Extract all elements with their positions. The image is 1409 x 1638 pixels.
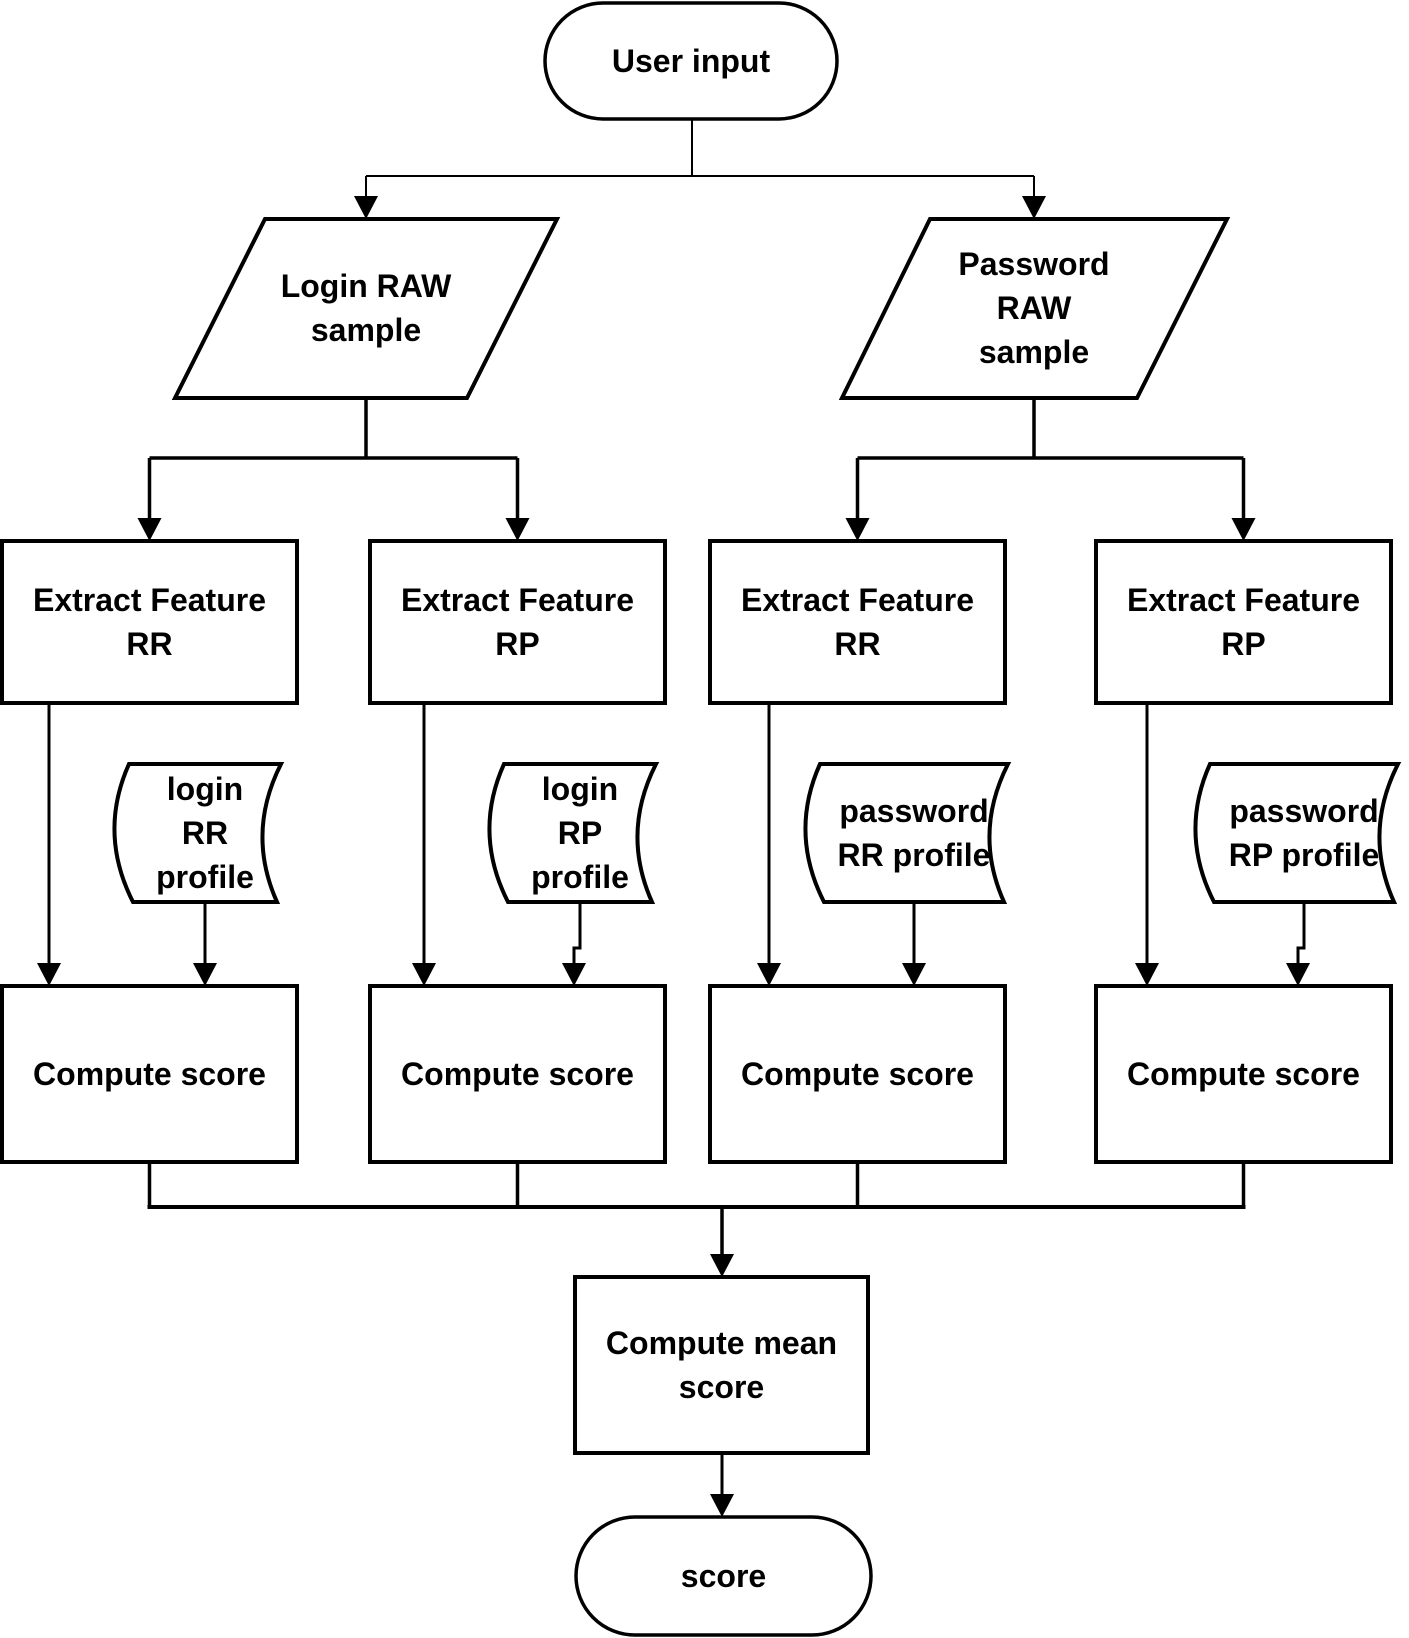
compute-score-2-label: Compute score (401, 1056, 634, 1092)
compute-score-4-shape (1094, 984, 1393, 1164)
edge-compute-scores-merge-stems (147, 1162, 1246, 1207)
edge-user-input-split (365, 119, 1035, 198)
edge-login-sample-split (147, 398, 520, 519)
score-label: score (681, 1558, 766, 1594)
extract-login-rp-shape (368, 539, 667, 705)
login-rp-profile-shape (487, 762, 660, 904)
arrowhead (354, 196, 378, 219)
user-input-shape (543, 1, 839, 121)
arrowhead (710, 1494, 734, 1517)
arrowhead (37, 963, 61, 986)
edge-password-sample-split (855, 398, 1246, 519)
login-raw-sample-shape (171, 217, 561, 400)
compute-score-1-label: Compute score (33, 1056, 266, 1092)
extract-password-rp-shape (1094, 539, 1393, 705)
arrowhead (757, 963, 781, 986)
compute-score-4-label: Compute score (1127, 1056, 1360, 1092)
arrowhead (505, 518, 530, 541)
arrowhead (710, 1254, 734, 1277)
arrowhead (1135, 963, 1159, 986)
node-score: score (574, 1515, 873, 1637)
password-rr-profile-shape (803, 762, 1012, 904)
arrowhead (1231, 518, 1256, 541)
node-compute-score-3: Compute score (708, 984, 1007, 1164)
arrowhead (902, 963, 926, 986)
score-shape (574, 1515, 873, 1637)
compute-score-3-shape (708, 984, 1007, 1164)
arrowhead (412, 963, 436, 986)
user-input-label: User input (612, 43, 771, 79)
node-compute-score-2: Compute score (368, 984, 667, 1164)
edge-login-rp-profile-to-compute (572, 902, 582, 964)
edge-password-rp-profile-to-compute (1296, 902, 1306, 964)
extract-login-rr-shape (0, 539, 299, 705)
arrowhead (845, 518, 870, 541)
compute-score-3-label: Compute score (741, 1056, 974, 1092)
arrowhead (562, 963, 586, 986)
arrowhead (137, 518, 162, 541)
arrowhead (1022, 196, 1046, 219)
arrowhead (193, 963, 217, 986)
password-rp-profile-shape (1193, 762, 1402, 904)
edges (37, 119, 1310, 1517)
arrowhead (1286, 963, 1310, 986)
password-raw-sample-shape (838, 217, 1231, 400)
login-rr-profile-shape (112, 762, 285, 904)
compute-score-1-shape (0, 984, 299, 1164)
compute-mean-score-shape (573, 1275, 870, 1455)
node-compute-score-1: Compute score (0, 984, 299, 1164)
node-user-input: User input (543, 1, 839, 121)
node-compute-score-4: Compute score (1094, 984, 1393, 1164)
compute-score-2-shape (368, 984, 667, 1164)
extract-password-rr-shape (708, 539, 1007, 705)
